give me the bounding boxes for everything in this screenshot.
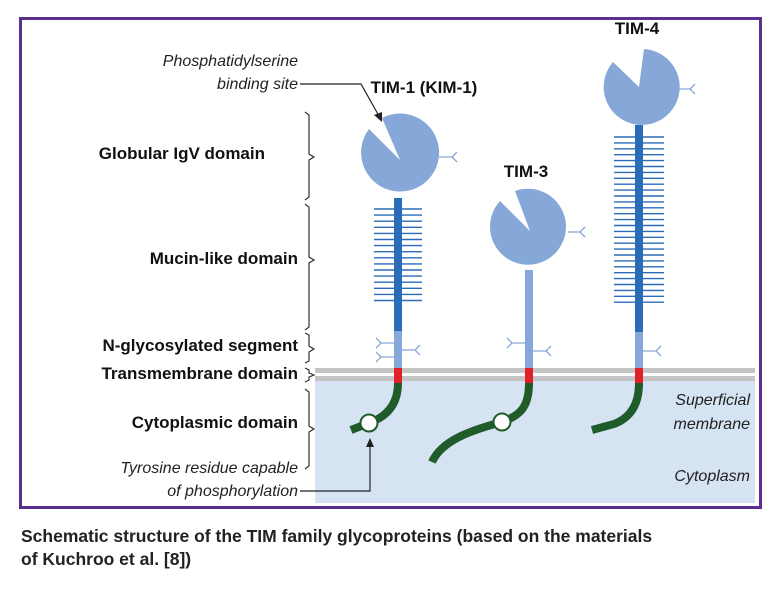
tim-1-glyco-stalk (394, 331, 402, 368)
ps-binding-arrowhead (374, 112, 382, 122)
cytoplasm-label: Cytoplasm (674, 468, 750, 485)
tim-1-transmembrane (394, 368, 402, 383)
label-cytoplasmic: Cytoplasmic domain (132, 413, 298, 432)
tim-4-title: TIM-4 (615, 20, 660, 38)
tim-1-tyrosine-residue (359, 413, 379, 433)
tim-3-igv-domain (489, 188, 566, 265)
label-mucin-like: Mucin-like domain (150, 249, 298, 268)
tim-1-molecule: TIM-1 (KIM-1) (349, 78, 478, 434)
superficial-membrane-line1: Superficial (675, 392, 750, 409)
label-n-glycosylated: N-glycosylated segment (102, 336, 298, 355)
label-transmembrane: Transmembrane domain (101, 364, 298, 383)
bracket-glyco (304, 332, 316, 364)
tim-3-title: TIM-3 (504, 162, 548, 181)
tim-4-molecule: TIM-4 (590, 20, 696, 434)
tim-3-igv-glycan (568, 226, 586, 238)
tim-4-igv-domain (603, 49, 680, 125)
tyrosine-pointer (300, 446, 371, 492)
bracket-mucin (304, 203, 316, 331)
tim-4-cytoplasmic-tail (590, 382, 643, 434)
tyrosine-label-line1: Tyrosine residue capable (120, 460, 298, 477)
figure-caption: Schematic structure of the TIM family gl… (21, 525, 763, 571)
figure-frame: Globular IgV domain Mucin-like domain N-… (19, 17, 762, 509)
tim-4-glycan-right (643, 345, 662, 357)
tim-structure-diagram: Globular IgV domain Mucin-like domain N-… (99, 20, 755, 503)
caption-line-1: Schematic structure of the TIM family gl… (21, 526, 653, 546)
ps-binding-label-line2: binding site (217, 76, 298, 93)
tim-3-molecule: TIM-3 (428, 162, 586, 464)
bracket-cytoplasmic (304, 388, 316, 470)
tim-4-glyco-stalk (635, 332, 643, 368)
membrane-bilayer-top (315, 368, 755, 373)
ps-binding-pointer (300, 83, 380, 117)
tim-1-glycan-right (402, 344, 421, 356)
tim-4-igv-glycan (677, 83, 696, 95)
tim-3-glyco-stalk (525, 270, 533, 368)
label-globular-igv: Globular IgV domain (99, 144, 265, 163)
tim-3-glycan-right (533, 345, 552, 357)
domain-brackets (304, 111, 316, 470)
bracket-transmembrane (304, 367, 316, 383)
membrane-bilayer-bottom (315, 376, 755, 381)
tim-4-mucin-stalk (635, 125, 643, 332)
tim-1-title: TIM-1 (KIM-1) (371, 78, 478, 97)
superficial-membrane-line2: membrane (674, 416, 751, 433)
tim-3-tyrosine-residue (492, 412, 512, 432)
cytoplasm-region (315, 379, 755, 503)
tim-4-mucin-glycans (614, 136, 664, 303)
tim-1-mucin-glycans (374, 208, 422, 302)
caption-line-2: of Kuchroo et al. [8]) (21, 549, 192, 569)
tim-1-igv-glycan (439, 151, 458, 163)
tyrosine-arrowhead (366, 438, 374, 447)
tyrosine-label-line2: of phosphorylation (167, 483, 298, 500)
tim-3-transmembrane (525, 368, 533, 383)
ps-binding-label-line1: Phosphatidylserine (163, 53, 298, 70)
tim-3-glycan-left (506, 337, 525, 349)
bracket-igv (304, 111, 316, 201)
tim-1-glycan-left-1 (375, 337, 394, 349)
tim-1-igv-domain (361, 113, 440, 192)
tim-4-transmembrane (635, 368, 643, 383)
tim-1-glycan-left-2 (375, 351, 394, 363)
